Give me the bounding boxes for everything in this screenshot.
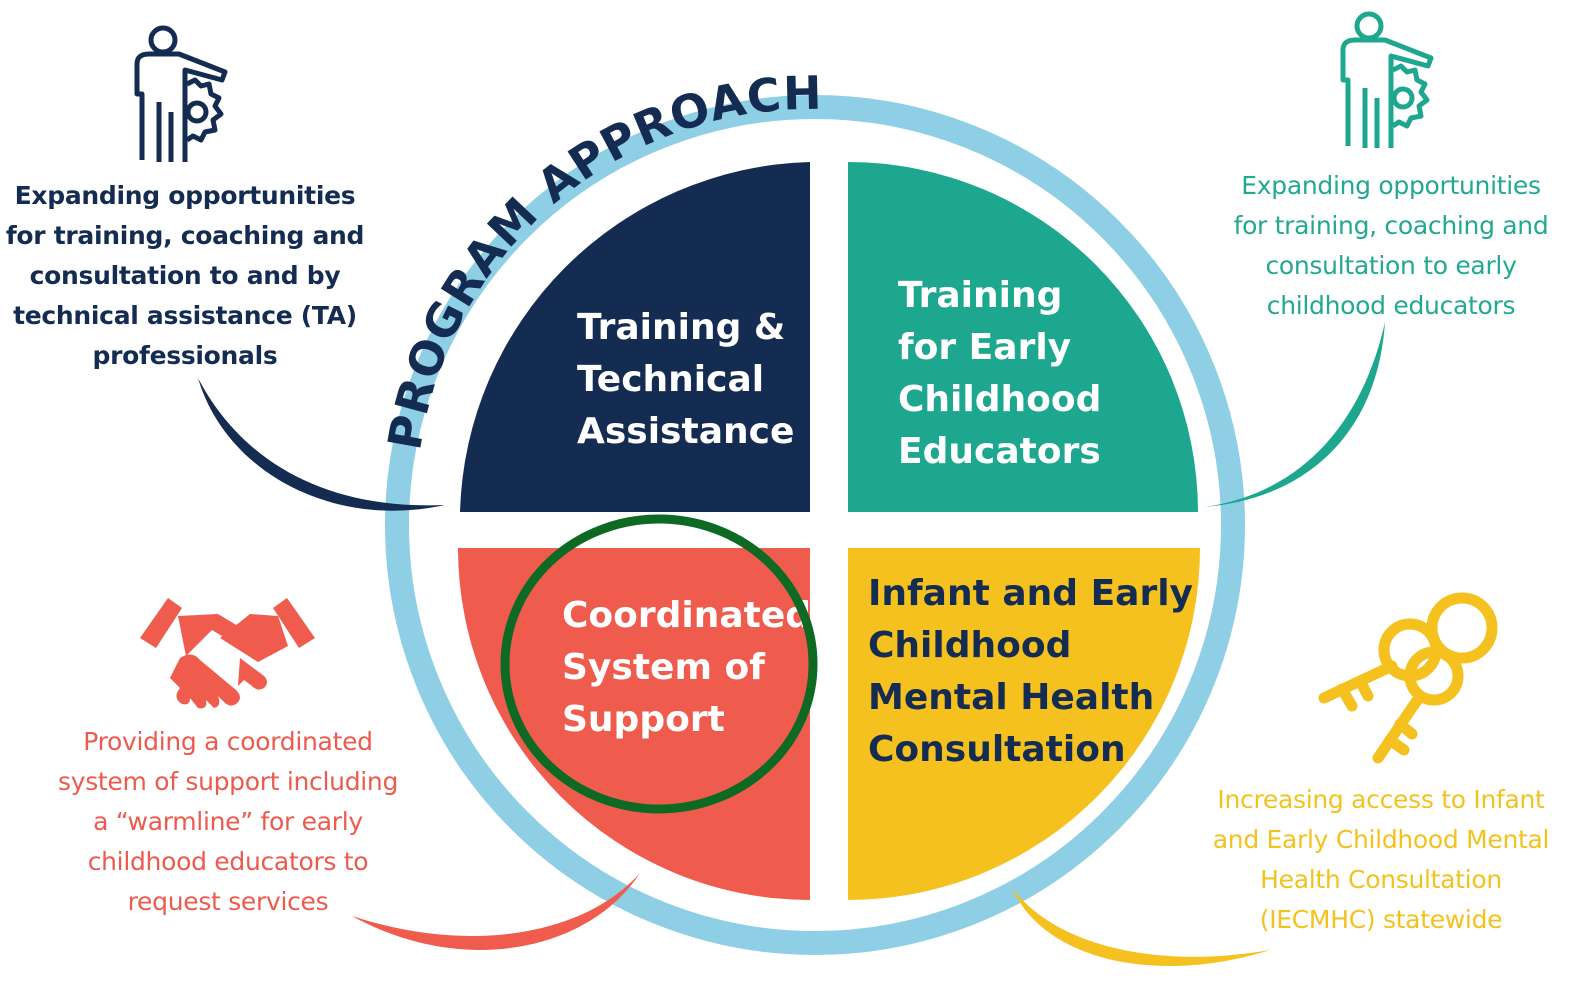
connector-ece: [1205, 322, 1385, 507]
connector-cs: [352, 873, 640, 950]
quadrant-training-ece: [848, 162, 1198, 512]
quadrant-cs-label: Coordinated System of Support: [562, 595, 824, 740]
person-gear-icon: [134, 25, 228, 162]
callout-line: Increasing access to Infant: [1217, 785, 1545, 814]
callout-training-ta: Expanding opportunities for training, co…: [0, 176, 370, 376]
callout-line: Expanding opportunities: [1241, 171, 1541, 200]
callout-line: Health Consultation: [1260, 865, 1502, 894]
quadrant-training-ta: [460, 162, 810, 512]
callout-line: childhood educators to: [87, 847, 369, 876]
quadrant-ece-label: Training for Early Childhood Educators: [898, 275, 1114, 472]
callout-line: for training, coaching and: [5, 221, 365, 250]
connector-ta: [198, 378, 445, 511]
quadrant-iecmhc-label: Infant and Early Childhood Mental Health…: [868, 573, 1206, 770]
person-gear-icon: [1340, 11, 1434, 148]
callout-line: technical assistance (TA): [13, 301, 357, 330]
callout-line: for training, coaching and: [1233, 211, 1549, 240]
callout-line: consultation to early: [1265, 251, 1517, 280]
callout-line: (IECMHC) statewide: [1259, 905, 1503, 934]
callout-line: system of support including: [57, 767, 399, 796]
quadrant-iecmhc: [848, 548, 1200, 900]
highlight-circle: [500, 514, 818, 814]
callout-iecmhc: Increasing access to Infant and Early Ch…: [1180, 780, 1582, 940]
callout-line: request services: [127, 887, 329, 916]
quadrant-coordinated-support: [458, 548, 810, 900]
callout-line: and Early Childhood Mental: [1212, 825, 1550, 854]
quadrant-ta-label: Training & Technical Assistance: [577, 307, 798, 452]
outer-ring: [385, 95, 1245, 955]
callout-line: Expanding opportunities: [14, 181, 356, 210]
callout-line: a “warmline” for early: [93, 807, 363, 836]
callout-training-ece: Expanding opportunities for training, co…: [1200, 166, 1582, 326]
connector-iecmhc: [1012, 888, 1270, 967]
callout-line: professionals: [92, 341, 278, 370]
callout-line: consultation to and by: [29, 261, 341, 290]
callout-line: Providing a coordinated: [83, 727, 373, 756]
handshake-icon: [140, 598, 315, 709]
keys-icon: [1318, 592, 1498, 764]
callout-line: childhood educators: [1266, 291, 1516, 320]
callout-coordinated-support: Providing a coordinated system of suppor…: [28, 722, 428, 922]
